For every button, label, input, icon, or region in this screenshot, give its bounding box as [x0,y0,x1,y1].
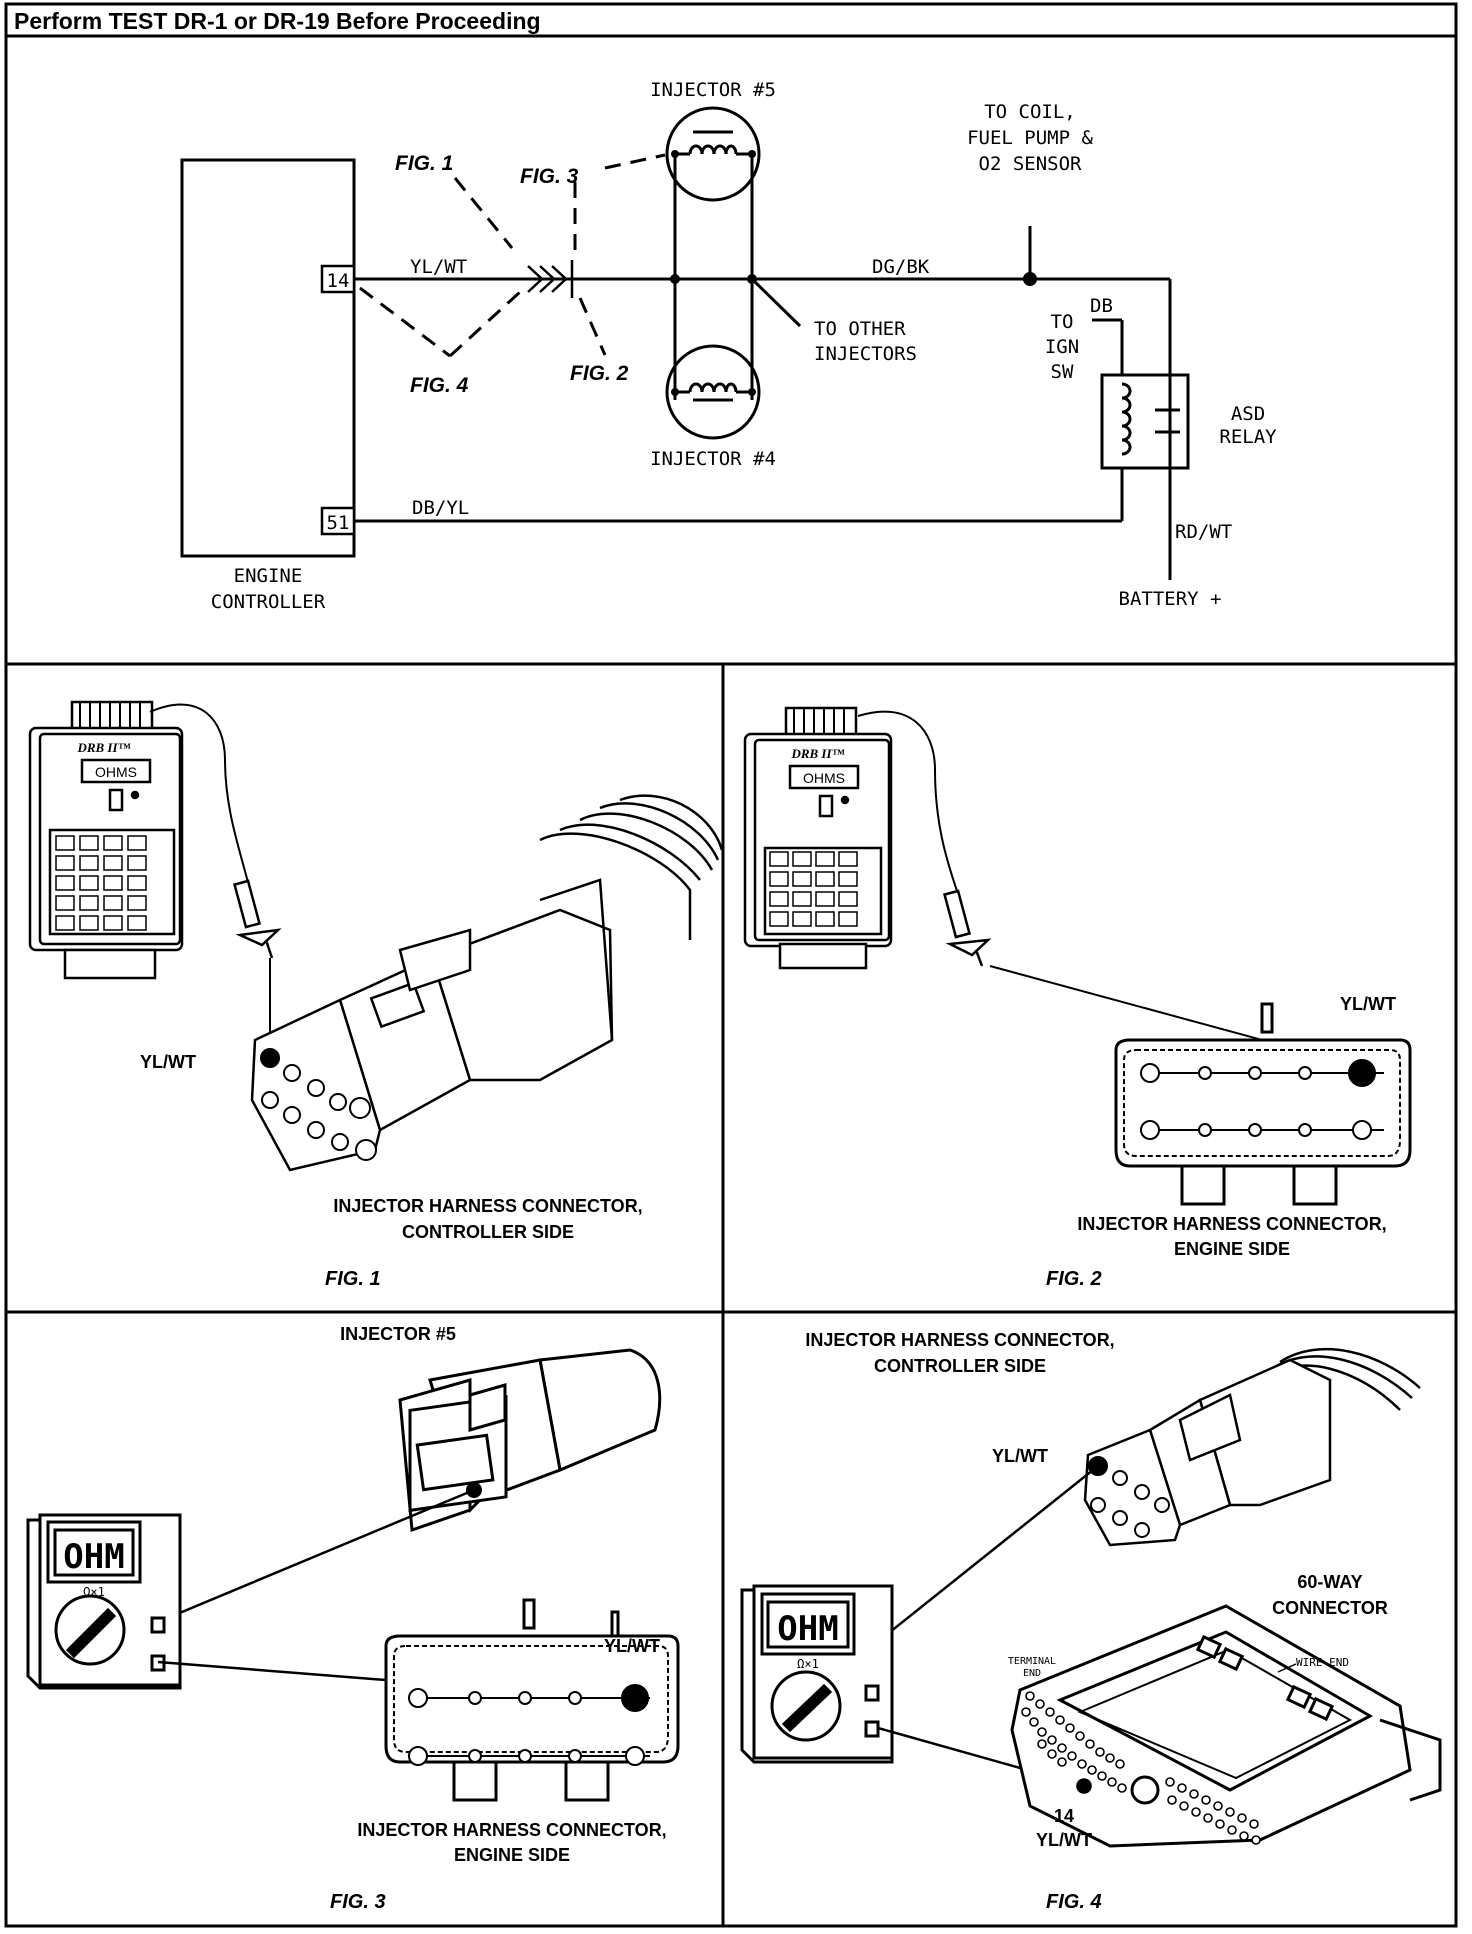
panel3-wire-label: YL/WT [604,1636,660,1656]
panel3-fig-label: FIG. 3 [330,1891,386,1913]
connector-pins-3 [408,1684,649,1766]
panel-fig-3: INJECTOR #5 OHM Ω×1 [26,1324,680,1913]
panel1-wire-label: YL/WT [140,1052,196,1072]
engine-controller-label-2: CONTROLLER [211,591,326,613]
ohmmeter-range-4: Ω×1 [797,1657,819,1671]
wire-end-label: WIRE END [1296,1656,1349,1669]
fig-1-pointer-label: FIG. 1 [395,152,453,175]
coil-label-3: O2 SENSOR [979,153,1083,175]
ohmmeter-3 [26,1513,182,1690]
pin-51-label: 51 [327,512,350,534]
sixty-way-label-1: 60-WAY [1297,1572,1362,1592]
other-injectors-label-2: INJECTORS [814,343,917,365]
wiring-schematic: 14 51 ENGINE CONTROLLER [180,79,1277,613]
panel4-fig-label: FIG. 4 [1046,1891,1102,1913]
other-injectors-label-1: TO OTHER [814,318,906,340]
coil-label-2: FUEL PUMP & [967,127,1093,149]
connector-pins-2 [1140,1059,1376,1140]
panel4-caption-2: CONTROLLER SIDE [874,1356,1046,1376]
harness-connector-controller-4 [1083,1348,1421,1547]
panel-fig-4: INJECTOR HARNESS CONNECTOR, CONTROLLER S… [740,1330,1442,1913]
pin-14-wire: YL/WT [1036,1830,1092,1850]
panel3-caption-2: ENGINE SIDE [454,1845,570,1865]
panel1-caption-1: INJECTOR HARNESS CONNECTOR, [333,1196,642,1216]
drb-mode-2: OHMS [803,770,845,786]
panel2-caption-2: ENGINE SIDE [1174,1239,1290,1259]
pin-14-number: 14 [1054,1806,1074,1826]
connector-pins-1 [260,1048,377,1161]
engine-controller-label-1: ENGINE [234,565,303,587]
drb-brand-1: DRB II™ [76,740,130,755]
panel4-caption-1: INJECTOR HARNESS CONNECTOR, [805,1330,1114,1350]
engine-controller-box [180,158,356,558]
terminal-end-label-2: END [1023,1668,1041,1679]
pin-14-label: 14 [327,270,350,292]
asd-label-2: RELAY [1219,426,1277,448]
wire-connector-symbol [527,260,574,298]
injector-4-symbol [665,344,761,440]
harness-connector-engine-2 [1114,1002,1412,1206]
wire-label-dgbk: DG/BK [872,256,930,278]
fig-3-pointer-label: FIG. 3 [520,165,579,188]
probe-cable-2 [857,710,961,901]
panel3-caption-1: INJECTOR HARNESS CONNECTOR, [357,1820,666,1840]
outer-frame [4,2,1458,1928]
fig-pointers [359,153,666,358]
wire-label-dbyl: DB/YL [412,497,469,519]
sixty-way-pins [1021,1691,1261,1845]
panel-fig-1: DRB II™ OHMS YL/ [28,700,724,1290]
wire-label-ylwt: YL/WT [410,256,467,278]
ohmmeter-range-3: Ω×1 [83,1585,105,1599]
page-title: Perform TEST DR-1 or DR-19 Before Procee… [14,8,541,34]
ign-label-2: IGN [1045,336,1079,358]
drb-mode-1: OHMS [95,764,137,780]
panel3-title: INJECTOR #5 [340,1324,456,1344]
wires [354,152,1172,580]
connector-pins-4 [1088,1456,1170,1538]
panel1-fig-label: FIG. 1 [325,1268,381,1290]
ign-label-1: TO [1051,311,1074,333]
sixty-way-label-2: CONNECTOR [1272,1598,1388,1618]
injector-5-label: INJECTOR #5 [650,79,776,101]
panel2-caption-1: INJECTOR HARNESS CONNECTOR, [1077,1214,1386,1234]
ohmmeter-4 [740,1584,894,1764]
pin-51-box [320,506,356,536]
panel2-fig-label: FIG. 2 [1046,1268,1102,1290]
panel4-wire-label: YL/WT [992,1446,1048,1466]
probe-1 [233,879,282,959]
ohmmeter-display-3: OHM [63,1537,124,1577]
fig-4-pointer-label: FIG. 4 [410,374,469,397]
panel-fig-2: DRB II™ OHMS YL/WT INJECTOR HARNESS CONN… [743,706,1412,1290]
wire-label-db: DB [1090,295,1113,317]
drb-keypad-1 [55,835,147,931]
fig-2-pointer-label: FIG. 2 [570,362,629,385]
probe-cable-1 [149,703,251,891]
splice-dots [670,272,1037,286]
asd-relay-box [1100,373,1190,470]
ohmmeter-display-4: OHM [777,1609,838,1649]
injector-5-symbol [665,106,761,202]
coil-label-1: TO COIL, [984,101,1076,123]
battery-label: BATTERY + [1119,588,1222,610]
panel2-wire-label: YL/WT [1340,994,1396,1014]
drb-tester-2 [743,706,893,970]
harness-connector-engine-3 [384,1598,680,1802]
drb-brand-2: DRB II™ [790,746,844,761]
harness-connector-controller-1 [250,794,724,1172]
wire-label-rdwt: RD/WT [1175,521,1232,543]
relay-coil [1121,382,1132,456]
probe-2 [943,889,992,967]
injector-5-connector [398,1348,662,1533]
ign-label-3: SW [1051,361,1074,383]
asd-label-1: ASD [1231,403,1265,425]
injector-4-label: INJECTOR #4 [650,448,776,470]
panel1-caption-2: CONTROLLER SIDE [402,1222,574,1242]
terminal-end-label-1: TERMINAL [1008,1656,1056,1667]
drb-keypad-2 [769,851,858,927]
